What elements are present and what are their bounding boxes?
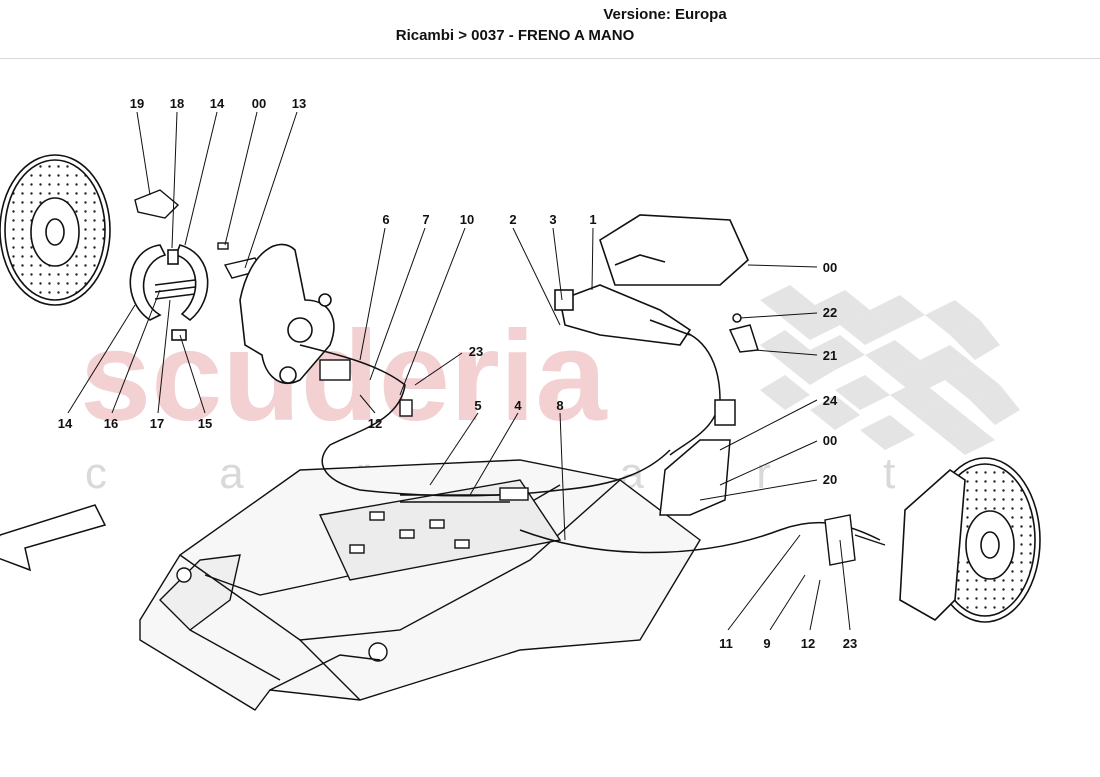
callout-3: 3 [549,212,556,227]
callout-17: 17 [150,416,164,431]
callout-15: 15 [198,416,212,431]
callout-20: 20 [823,472,837,487]
version-label: Versione: Europa [603,6,727,23]
checkered-flag-watermark [760,285,1020,455]
rear-cable-bracket [824,514,886,566]
callout-labels: 19 18 14 00 13 6 7 10 2 3 1 00 22 21 23 … [58,96,857,651]
callout-00-cover: 00 [823,260,837,275]
callout-1: 1 [589,212,596,227]
callout-19: 19 [130,96,144,111]
callout-22: 22 [823,305,837,320]
callout-11: 11 [719,636,733,651]
callout-8: 8 [556,398,563,413]
parking-brake-shoes [129,244,209,341]
callout-9: 9 [763,636,770,651]
callout-10: 10 [460,212,474,227]
callout-leader-lines [67,111,851,631]
cable-equaliser [319,359,529,501]
callout-12-mid: 12 [368,416,382,431]
handbrake-lever [554,284,692,346]
callout-14-top: 14 [210,96,225,111]
callout-2: 2 [509,212,516,227]
callout-12-bottom: 12 [801,636,815,651]
callout-5: 5 [474,398,481,413]
breadcrumb: Ricambi > 0037 - FRENO A MANO [395,27,635,44]
left-brake-disc [0,154,111,306]
callout-21: 21 [823,348,837,363]
callout-7: 7 [422,212,429,227]
callout-14-bottom: 14 [58,416,73,431]
callout-13: 13 [292,96,306,111]
lever-boot-cover [599,214,749,286]
callout-23-bottom: 23 [843,636,857,651]
callout-16: 16 [104,416,118,431]
callout-23-mid: 23 [469,344,483,359]
header-divider [0,58,1100,59]
shoe-retainer-plate [134,189,264,279]
right-brake-disc-caliper [899,457,1041,623]
forward-direction-arrow [0,504,107,572]
callout-00-top: 00 [252,96,266,111]
hub-carrier [239,243,335,384]
callout-18: 18 [170,96,184,111]
callout-6: 6 [382,212,389,227]
callout-4: 4 [514,398,522,413]
callout-24: 24 [823,393,838,408]
chassis-tunnel [139,459,701,711]
callout-00-bracket: 00 [823,433,837,448]
lever-bracket [659,313,759,516]
